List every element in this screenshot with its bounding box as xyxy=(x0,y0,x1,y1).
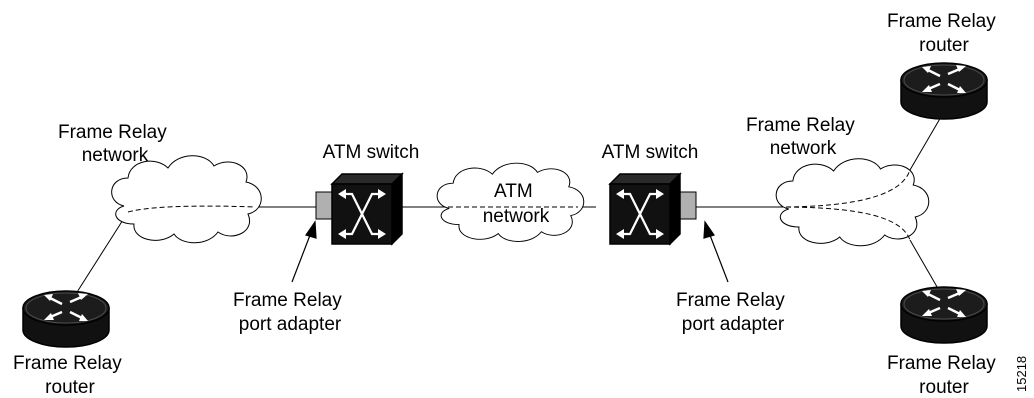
left-switch-label: ATM switch xyxy=(323,142,420,163)
atm-network-label: ATM network xyxy=(483,181,550,227)
right-switch-label: ATM switch xyxy=(602,142,699,163)
virtual-circuit-paths xyxy=(127,169,911,241)
vc-right-bottom xyxy=(777,206,911,241)
right-top-router-icon xyxy=(899,61,989,121)
link-right-cloud-router-top xyxy=(909,109,946,171)
right-adapter-label: Frame Relay port adapter xyxy=(676,290,790,335)
adapter-pointer-arrows xyxy=(291,220,729,283)
left-router-icon xyxy=(21,289,111,349)
vc-left xyxy=(127,205,256,213)
right-bottom-router-icon xyxy=(899,285,989,345)
left-router-label: Frame Relay router xyxy=(13,353,127,398)
link-right-cloud-router-bottom xyxy=(909,239,941,293)
figure-id-label: 15218 xyxy=(1014,356,1029,392)
left-atm-switch xyxy=(330,172,404,246)
right-atm-switch xyxy=(608,172,682,246)
right-top-router-label: Frame Relay router xyxy=(887,11,1001,56)
right-bottom-router-label: Frame Relay router xyxy=(887,353,1001,398)
vc-right-top xyxy=(777,169,911,208)
right-port-adapter xyxy=(679,191,697,220)
left-frame-relay-cloud xyxy=(111,155,262,244)
left-network-label: Frame Relay network xyxy=(58,122,172,166)
left-adapter-label: Frame Relay port adapter xyxy=(233,290,347,335)
atm-network-cloud xyxy=(436,162,585,242)
right-network-label: Frame Relay network xyxy=(746,115,860,159)
link-left-router-cloud xyxy=(71,211,129,301)
left-port-adapter xyxy=(315,191,333,220)
connection-lines xyxy=(71,109,946,301)
